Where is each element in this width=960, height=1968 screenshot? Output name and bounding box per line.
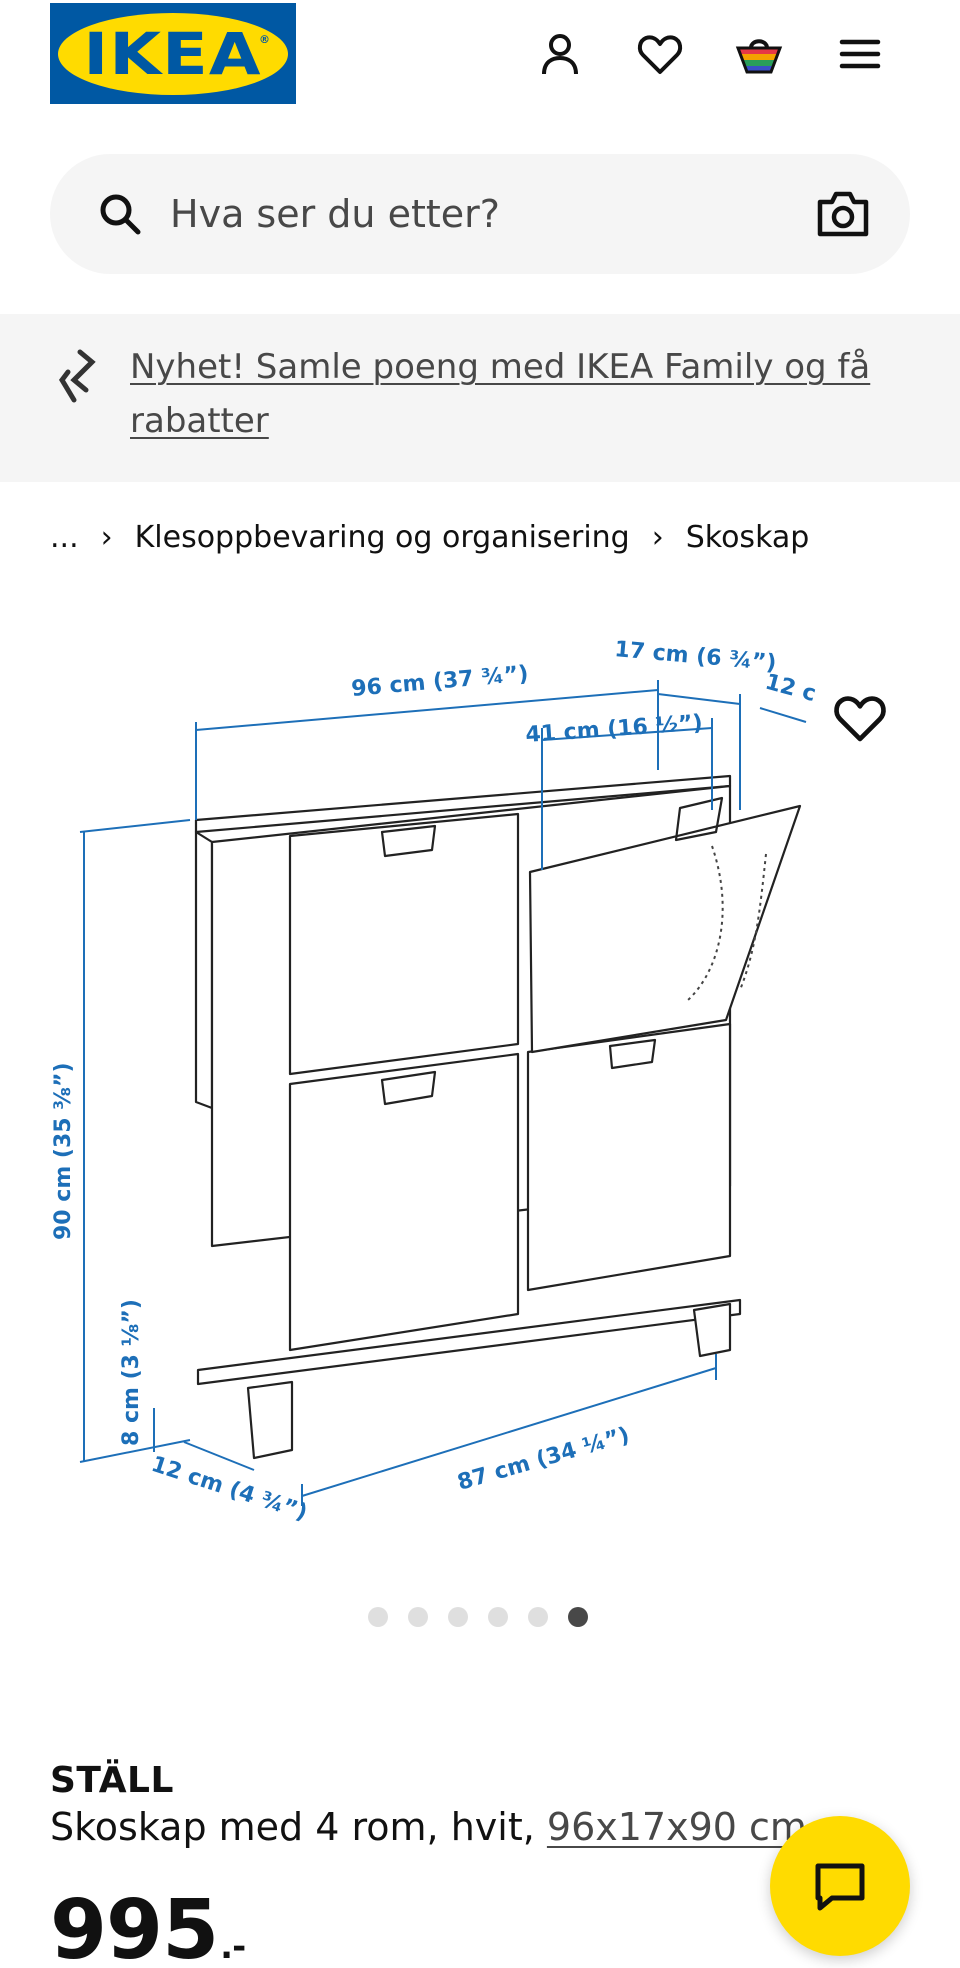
search-bar[interactable] [50,154,910,274]
breadcrumb-ellipsis[interactable]: ... [50,519,79,555]
door-right-open [528,804,802,1054]
price-value: 995 [50,1883,219,1968]
search-icon [100,194,141,235]
carousel-dot[interactable] [408,1607,428,1627]
family-banner-link[interactable]: Nyhet! Samle poeng med IKEA Family og få… [130,347,871,441]
dim-base-depth-label: 12 cm (4 ¾”) [148,1452,310,1526]
heart-icon[interactable] [634,28,686,80]
link-icon [58,349,96,403]
user-icon[interactable] [534,28,586,80]
search-input[interactable] [170,184,730,244]
dim-depth-small-label: 12 c [762,670,818,707]
door-handle [380,1070,437,1106]
product-price: 995.- [50,1890,246,1968]
dim-height-label: 90 cm (35 ⅜”) [51,1062,76,1240]
carousel-dot[interactable] [448,1607,468,1627]
cabinet-plinth [196,1298,742,1386]
camera-icon[interactable] [816,188,870,240]
carousel-dot[interactable] [488,1607,508,1627]
product-description: Skoskap med 4 rom, hvit, 96x17x90 cm [50,1805,807,1849]
product-description-text: Skoskap med 4 rom, hvit, [50,1805,547,1849]
registered-mark: ® [259,33,270,46]
door-left-bottom [288,1052,520,1352]
image-carousel-dots [368,1607,588,1627]
dim-depth-label: 17 cm (6 ¾”) [613,637,777,676]
product-dimension-drawing[interactable]: 96 cm (37 ¾”) 17 cm (6 ¾”) 12 c 41 cm (1… [40,610,940,1590]
dim-leg-height-label: 8 cm (3 ⅛”) [119,1299,144,1446]
header: IKEA ® [0,0,960,140]
dim-base-width-label: 87 cm (34 ¼”) [455,1423,633,1496]
price-suffix: .- [220,1927,246,1967]
leg [246,1380,294,1460]
dim-inner-width-label: 41 cm (16 ½”) [525,711,704,748]
door-handle [608,1038,657,1070]
product-dimensions-link[interactable]: 96x17x90 cm [546,1805,807,1849]
menu-icon[interactable] [834,28,886,80]
ikea-logo[interactable]: IKEA ® [50,3,296,104]
door-handle [380,824,437,858]
chevron-right-icon: › [651,519,664,555]
product-name: STÄLL [50,1760,174,1801]
dim-width-label: 96 cm (37 ¾”) [350,662,529,702]
add-to-wishlist-heart-icon[interactable] [830,690,890,746]
door-right-bottom [526,1022,732,1292]
cabinet-left-side [194,830,214,1110]
door-left-top [288,812,520,1076]
breadcrumb: ... › Klesoppbevaring og organisering › … [50,512,809,562]
logo-text: IKEA [83,19,263,88]
carousel-dot[interactable] [368,1607,388,1627]
chat-icon [815,1863,865,1911]
logo-oval: IKEA [58,12,288,95]
carousel-dot-active[interactable] [568,1607,588,1627]
basket-icon[interactable] [733,28,785,80]
breadcrumb-item-clothing-storage[interactable]: Klesoppbevaring og organisering [134,519,630,555]
chevron-right-icon: › [100,519,113,555]
family-banner: Nyhet! Samle poeng med IKEA Family og få… [0,314,960,482]
breadcrumb-item-shoe-cabinet[interactable]: Skoskap [685,519,810,555]
door-handle-open [674,796,724,842]
chat-button[interactable] [770,1816,910,1956]
leg [692,1302,732,1358]
carousel-dot[interactable] [528,1607,548,1627]
